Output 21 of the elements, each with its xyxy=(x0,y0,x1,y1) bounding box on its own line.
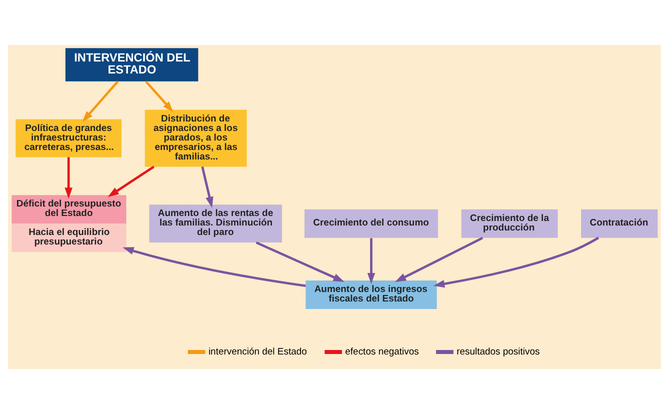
legend-label: resultados positivos xyxy=(456,346,540,358)
node-box: Política de grandes infraestructuras: carreteras, presas... xyxy=(16,119,122,158)
node-box: Distribución de asignaciones a los parados, a los empresarios, a las familias... xyxy=(144,110,247,167)
node-box: Contratación xyxy=(581,209,658,238)
arrow xyxy=(433,236,600,288)
legend-label: efectos negativos xyxy=(345,346,419,358)
arrow xyxy=(394,236,484,282)
node-box: Aumento de las rentas de las familias. Disminución del paro xyxy=(149,204,282,243)
node-box: Crecimiento del consumo xyxy=(304,209,438,238)
node-box: Aumento de los ingresos fiscales del Estado xyxy=(306,280,437,309)
node-box: Crecimiento de la producción xyxy=(461,209,558,238)
arrow xyxy=(201,166,214,208)
arrow xyxy=(64,157,72,199)
legend-label: intervención del Estado xyxy=(208,346,307,358)
arrow xyxy=(108,166,154,197)
arrow xyxy=(122,247,306,288)
arrow xyxy=(82,80,119,122)
node-box: INTERVENCIÓN DEL ESTADO xyxy=(65,48,198,82)
arrow xyxy=(145,80,174,112)
arrow xyxy=(256,241,344,282)
arrow xyxy=(367,238,376,284)
